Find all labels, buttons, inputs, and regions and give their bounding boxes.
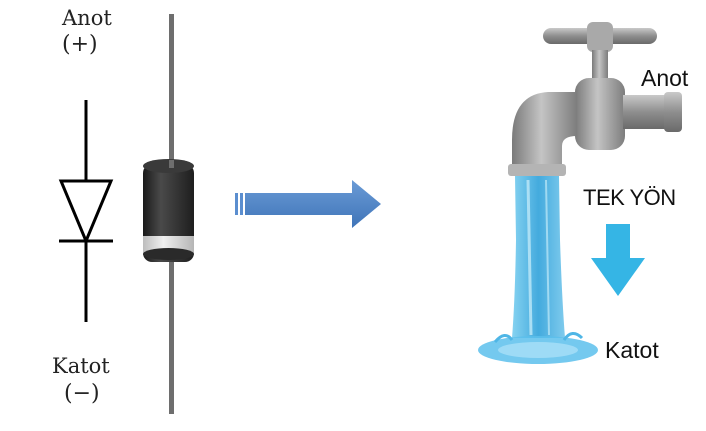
diode-cathode-sign: (−) — [64, 381, 100, 406]
faucet-cathode-label: Katot — [605, 337, 659, 363]
faucet-icon — [508, 22, 682, 176]
diode-anode-label: Anot — [62, 6, 112, 30]
faucet-anode-label: Anot — [641, 65, 689, 91]
diode-cathode-label: Katot — [52, 354, 110, 378]
diode-anode-sign: (+) — [62, 32, 98, 57]
water-stream-icon — [478, 176, 598, 364]
diode-symbol-icon — [58, 100, 114, 322]
down-arrow-icon — [591, 224, 645, 296]
diode-component-icon — [143, 14, 194, 414]
right-arrow-icon — [235, 180, 381, 228]
direction-label: TEK YÖN — [583, 185, 676, 210]
